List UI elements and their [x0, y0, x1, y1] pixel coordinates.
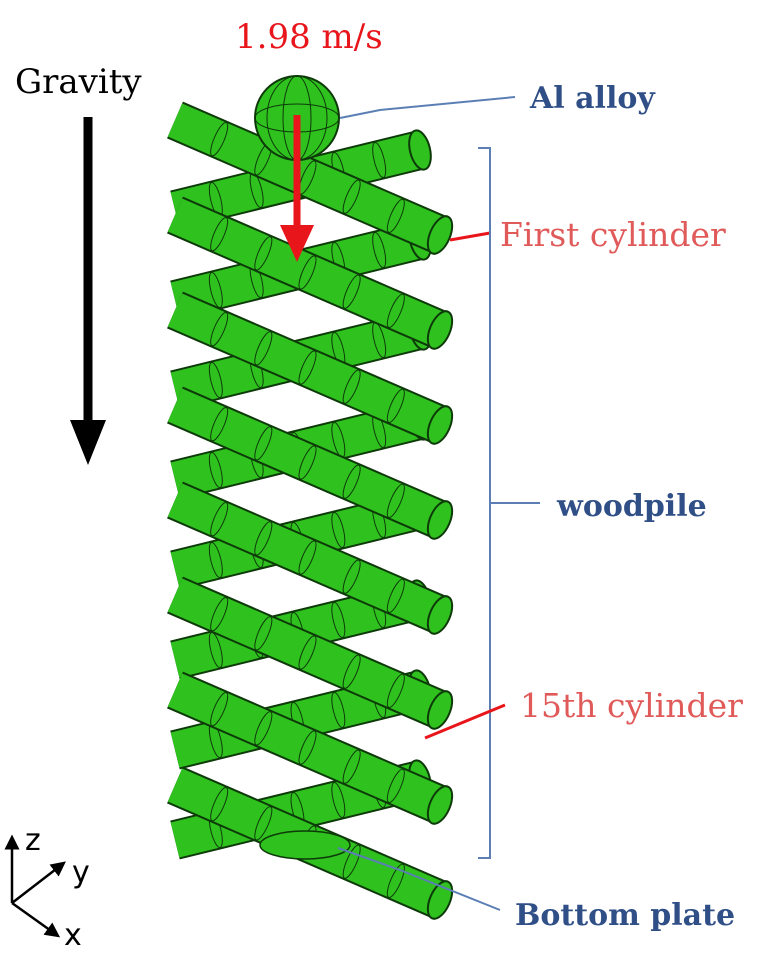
axis-z-label: z: [25, 823, 41, 858]
label-15th-cylinder: 15th cylinder: [520, 686, 743, 725]
woodpile-cylinder-13: [167, 291, 454, 445]
leader-lines: [337, 96, 540, 911]
axis-x-label: x: [64, 918, 82, 953]
woodpile-cylinder-9: [167, 671, 454, 825]
axis-y-label: y: [72, 855, 90, 890]
gravity-label: Gravity: [15, 62, 142, 102]
bottom-plate: [259, 830, 351, 860]
woodpile-cylinder-10: [167, 576, 454, 730]
y-axis-arrow: [11, 861, 66, 904]
woodpile-cylinder-15: [167, 101, 454, 255]
x-axis-arrow: [11, 901, 61, 938]
label-first-cylinder: First cylinder: [500, 215, 726, 254]
gravity-arrow: [70, 117, 106, 465]
woodpile-cylinder-14: [167, 196, 454, 350]
axes-triad: [4, 834, 66, 938]
velocity-arrow: [280, 115, 314, 262]
label-al-alloy: Al alloy: [529, 81, 656, 116]
woodpile-cylinder-11: [167, 481, 454, 635]
label-woodpile: woodpile: [556, 489, 707, 524]
woodpile-cylinder-12: [167, 386, 454, 540]
velocity-label: 1.98 m/s: [235, 17, 383, 57]
woodpile-structure: [167, 101, 454, 920]
label-bottom-plate: Bottom plate: [515, 898, 735, 933]
